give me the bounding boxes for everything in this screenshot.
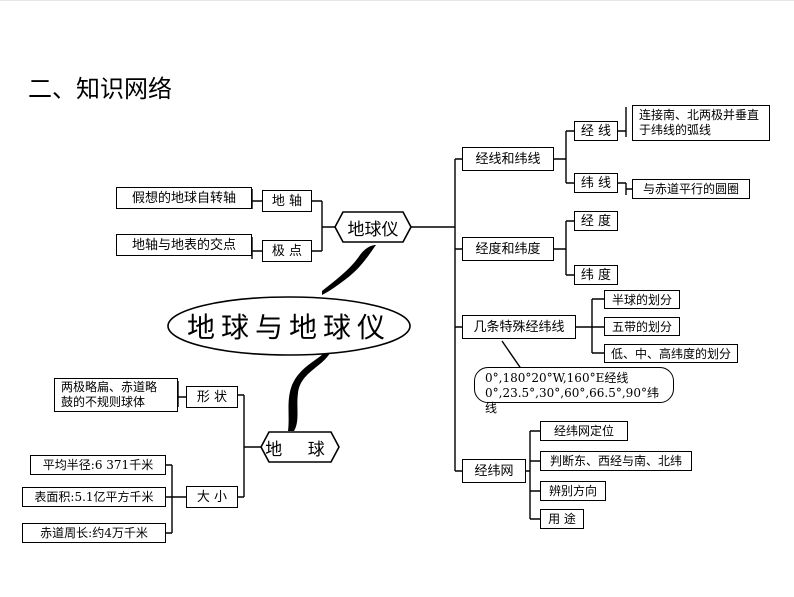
special-lines-callout: 0°,180°20°W,160°E经线 0°,23.5°,30°,60°,66.…	[474, 367, 674, 415]
globe-label: 地球仪	[347, 219, 399, 240]
parallel-note: 与赤道平行的圆圈	[632, 179, 750, 199]
special-item-zones: 五带的划分	[604, 317, 680, 336]
size-node: 大 小	[186, 486, 238, 508]
meridian-note: 连接南、北两极并垂直 于纬线的弧线	[632, 105, 770, 141]
grid-item-usage: 用 途	[540, 509, 584, 529]
degrees-node: 经度和纬度	[462, 237, 554, 261]
earth-label: 地 球	[265, 439, 335, 460]
meridian-note-line2: 于纬线的弧线	[639, 123, 712, 137]
special-item-latitudes: 低、中、高纬度的划分	[604, 344, 738, 363]
pole-node: 极 点	[262, 240, 312, 262]
size-item-equator: 赤道周长:约4万千米	[22, 523, 166, 543]
special-item-hemisphere: 半球的划分	[604, 290, 680, 309]
axis-note: 假想的地球自转轴	[116, 187, 252, 209]
shape-node: 形 状	[186, 386, 238, 408]
shape-note-line2: 鼓的不规则球体	[61, 395, 146, 409]
size-item-area: 表面积:5.1亿平方千米	[22, 487, 166, 507]
lines-node: 经线和纬线	[462, 147, 554, 171]
axis-node: 地 轴	[262, 190, 312, 212]
size-item-radius: 平均半径:6 371千米	[30, 455, 166, 475]
callout-line2: 0°,23.5°,30°,60°,66.5°,90°纬线	[485, 386, 659, 415]
callout-line1: 0°,180°20°W,160°E经线	[485, 371, 629, 385]
grid-node: 经纬网	[462, 459, 526, 483]
meridian-note-line1: 连接南、北两极并垂直	[639, 108, 760, 122]
grid-item-hemisphere: 判断东、西经与南、北纬	[540, 451, 692, 471]
page-title: 二、知识网络	[28, 75, 172, 103]
earth-node: 地 球	[260, 431, 340, 463]
center-label: 地球与地球仪	[186, 311, 391, 344]
meridian-node: 经 线	[574, 121, 618, 141]
globe-node: 地球仪	[334, 211, 412, 243]
shape-note: 两极略扁、赤道略 鼓的不规则球体	[54, 378, 178, 412]
shape-note-line1: 两极略扁、赤道略	[61, 380, 158, 394]
center-topic: 地球与地球仪	[166, 295, 412, 357]
grid-item-direction: 辨别方向	[540, 481, 606, 501]
special-lines-node: 几条特殊经纬线	[462, 315, 576, 339]
latitude-node: 纬 度	[574, 265, 618, 285]
pole-note: 地轴与地表的交点	[116, 234, 252, 256]
longitude-node: 经 度	[574, 211, 618, 231]
parallel-node: 纬 线	[574, 173, 618, 193]
grid-item-position: 经纬网定位	[540, 421, 628, 441]
